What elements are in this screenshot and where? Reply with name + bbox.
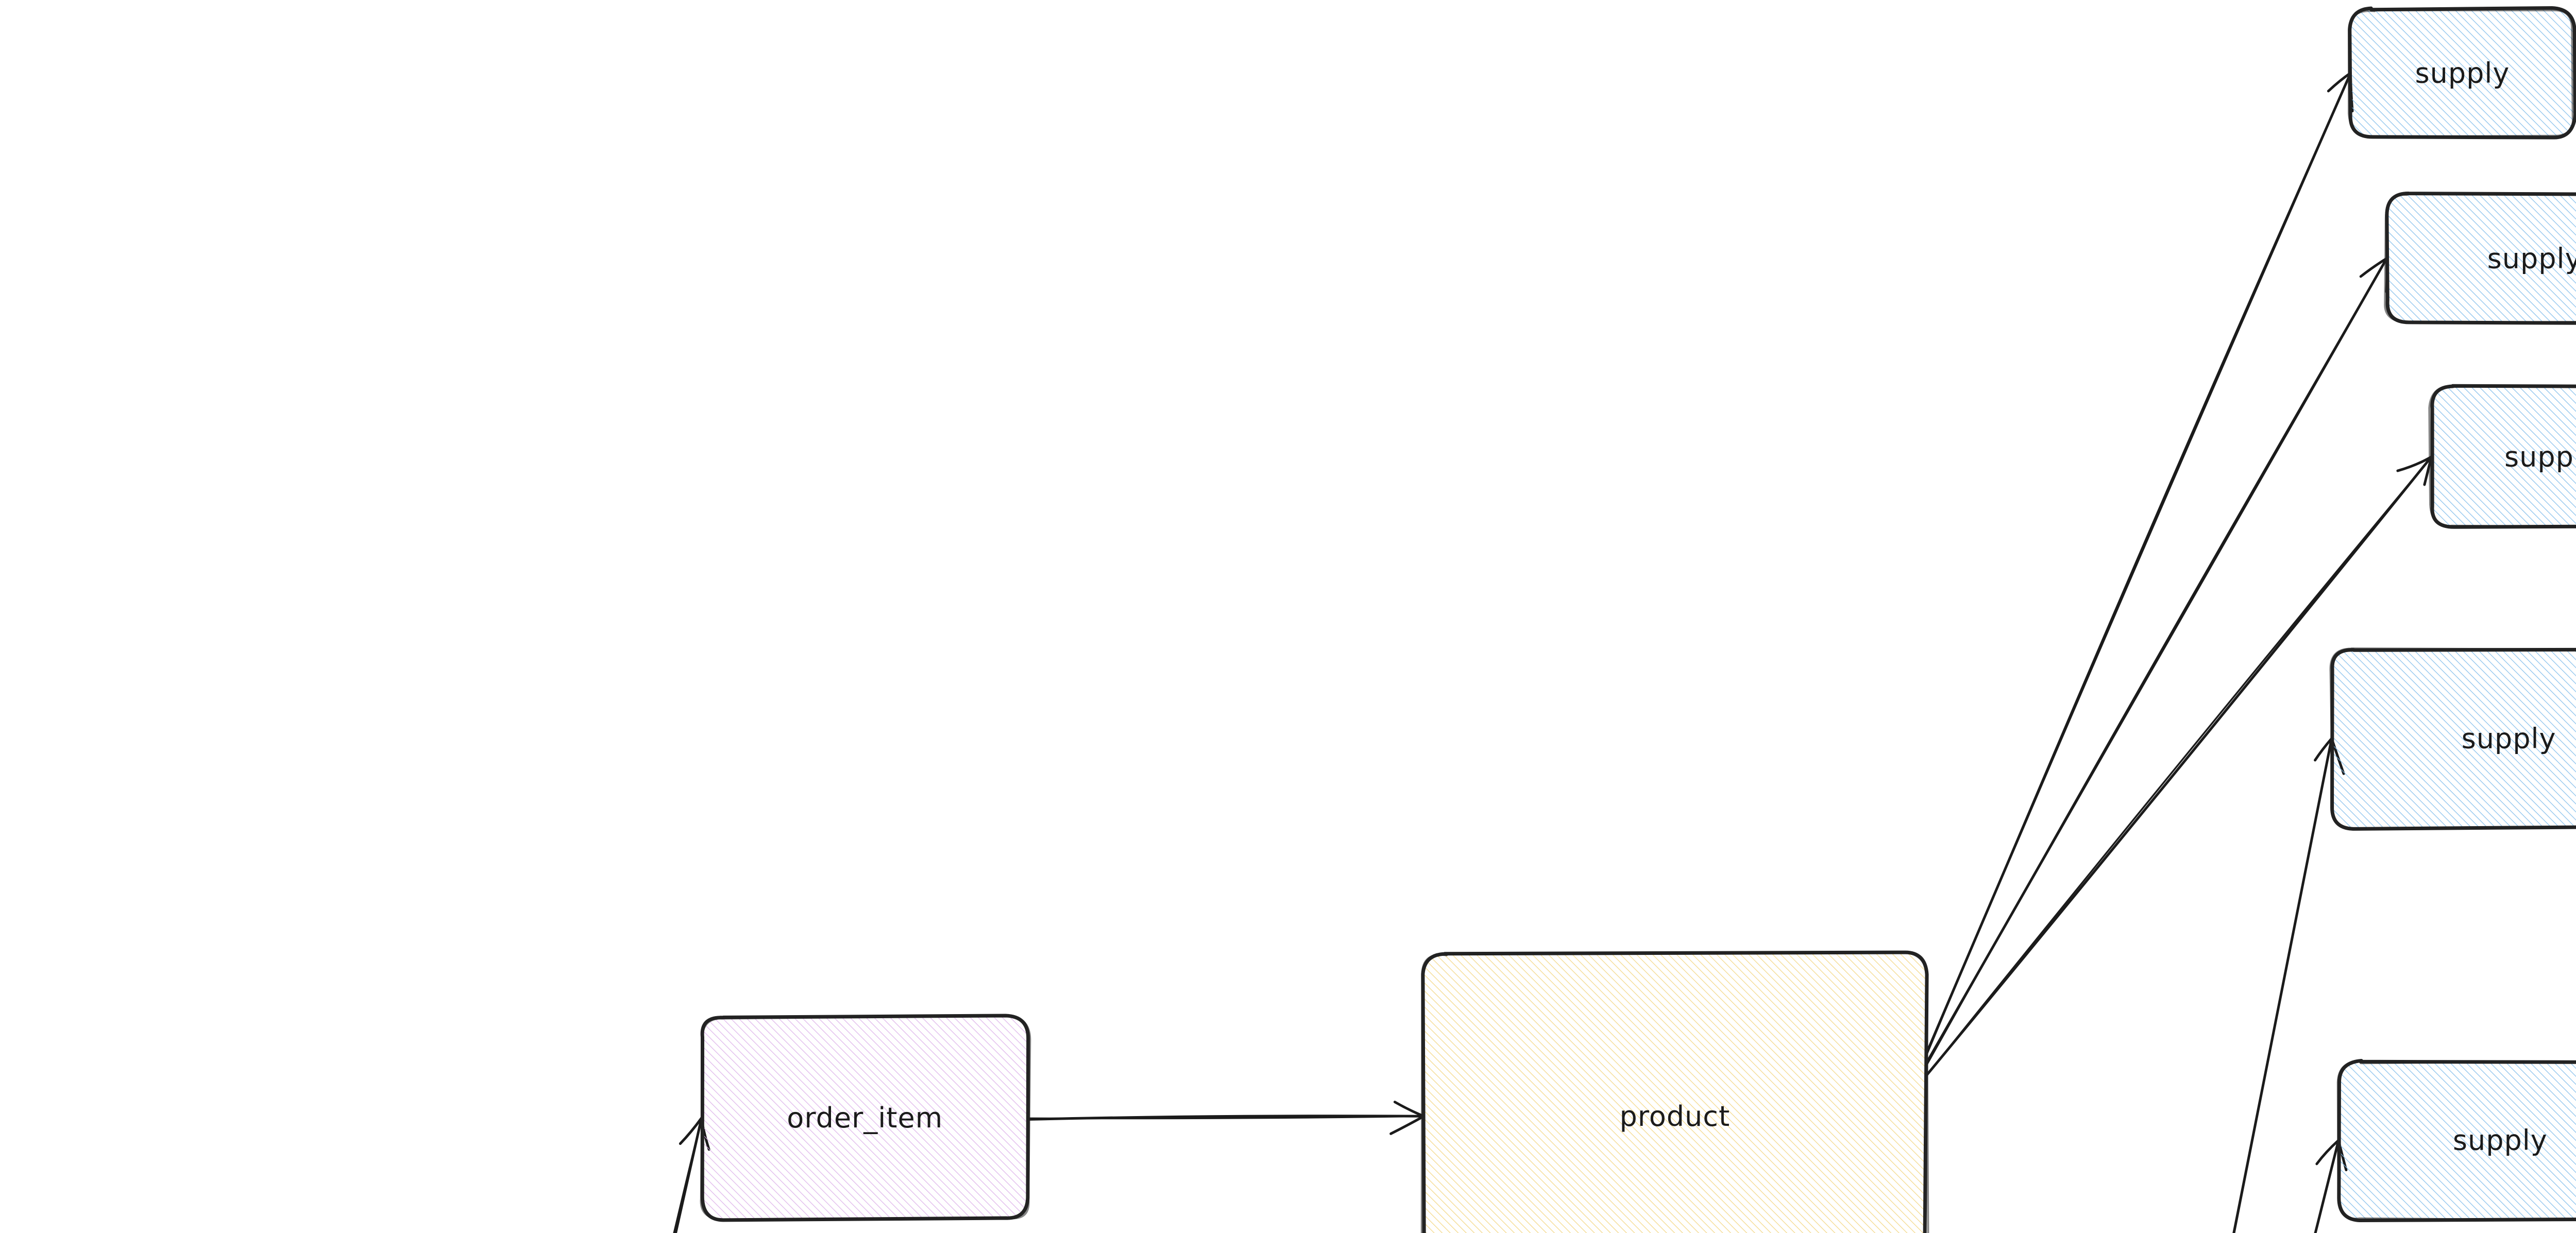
node-label: supply	[2453, 1124, 2548, 1157]
edge-product_1-to-supply_1[interactable]	[1925, 72, 2354, 1054]
edge-product_1-to-supply_2[interactable]	[1924, 257, 2388, 1066]
node-supply_3[interactable]: supply	[2428, 384, 2576, 529]
node-supply_1[interactable]: supply	[2347, 6, 2576, 140]
edge-order-to-order_item_1[interactable]	[551, 1117, 710, 1233]
node-outline	[2336, 1060, 2576, 1222]
node-fill	[1423, 952, 1927, 1233]
node-outline	[2428, 385, 2576, 528]
node-label: supply	[2462, 722, 2556, 755]
node-outline	[2347, 9, 2574, 138]
node-label: supply	[2487, 242, 2576, 275]
node-fill	[2331, 648, 2576, 828]
node-supply_2[interactable]: supply	[2384, 191, 2576, 325]
node-supply_4[interactable]: supply	[2329, 647, 2576, 831]
node-fill	[2386, 194, 2576, 323]
node-fill	[2431, 386, 2576, 528]
edge-product_2-to-supply_4[interactable]	[1950, 737, 2345, 1233]
node-label: supply	[2415, 57, 2510, 89]
node-supply_5[interactable]: supply	[2336, 1058, 2576, 1223]
node-outline	[2384, 193, 2576, 324]
node-label: supply	[2504, 441, 2576, 473]
node-fill	[2338, 1060, 2576, 1220]
node-outline	[700, 1014, 1031, 1221]
node-fill	[701, 1016, 1029, 1220]
node-label: product	[1619, 1100, 1730, 1133]
node-outline	[2329, 647, 2576, 831]
edge-product_2-to-supply_5[interactable]	[1949, 1139, 2348, 1233]
node-label: order_item	[787, 1102, 943, 1134]
edge-product_1-to-supply_3[interactable]	[1925, 455, 2433, 1077]
node-order_item_1[interactable]: order_item	[700, 1014, 1031, 1222]
node-layer: orderorder_itemorder_itemproductproducts…	[700, 6, 2576, 1233]
node-outline	[1420, 951, 1929, 1233]
node-fill	[2350, 8, 2574, 138]
edge-order_item_1-to-product_1[interactable]	[1028, 1101, 1426, 1135]
node-product_1[interactable]: product	[1420, 950, 1929, 1233]
